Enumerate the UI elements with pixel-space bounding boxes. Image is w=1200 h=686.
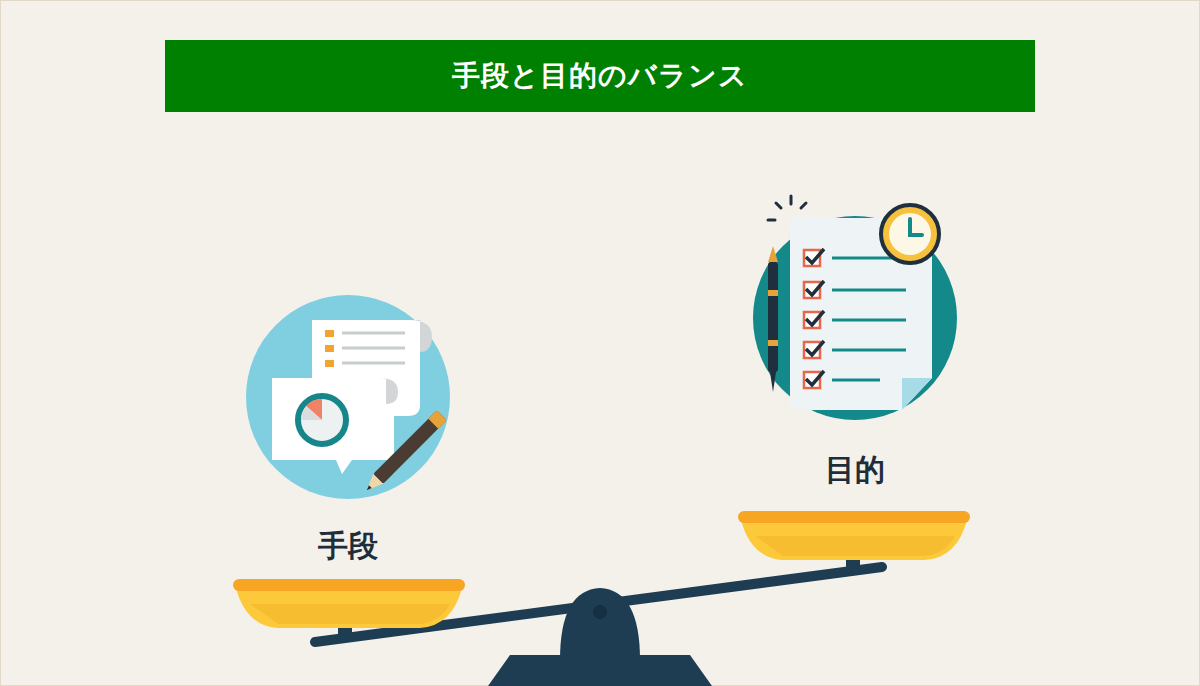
pan-label: 手段	[318, 526, 378, 567]
title-banner: 手段と目的のバランス	[165, 40, 1035, 112]
title-text: 手段と目的のバランス	[452, 57, 748, 95]
balance-scale	[233, 511, 970, 686]
means-icon	[246, 295, 450, 499]
pan-label: 目的	[825, 450, 885, 491]
goal-icon	[753, 196, 957, 420]
